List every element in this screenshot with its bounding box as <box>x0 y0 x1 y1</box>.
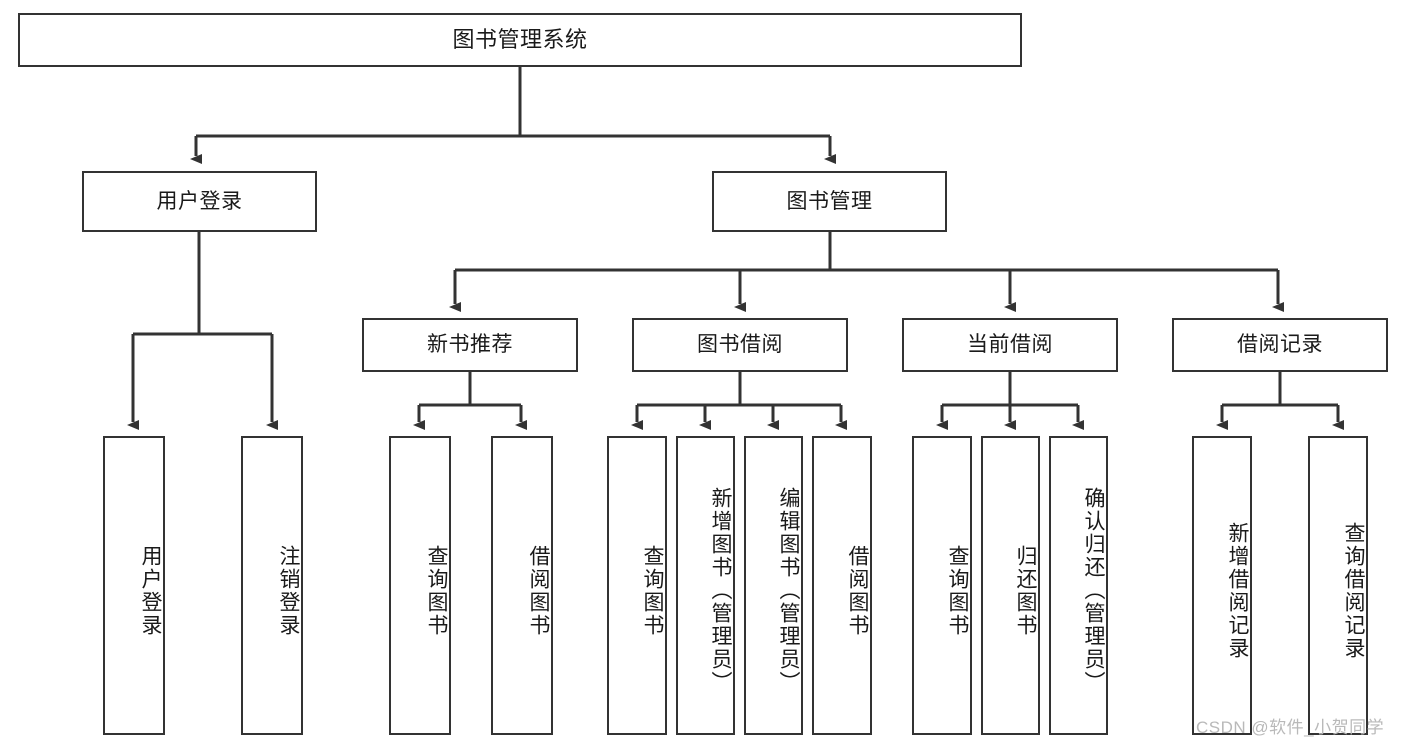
node-current-borrow[interactable]: 当前借阅 <box>902 318 1118 372</box>
node-borrow-record[interactable]: 借阅记录 <box>1172 318 1388 372</box>
node-label: 注销登录 <box>277 544 300 637</box>
leaf-current-return-book[interactable]: 归还图书 <box>981 436 1040 735</box>
leaf-current-query-book[interactable]: 查询图书 <box>912 436 972 735</box>
leaf-recommend-query-book[interactable]: 查询图书 <box>389 436 451 735</box>
node-label: 用户登录 <box>139 544 162 637</box>
node-book-borrow[interactable]: 图书借阅 <box>632 318 848 372</box>
node-label: 图书借阅 <box>697 333 783 357</box>
node-label: 编辑图书（管理员） <box>777 487 800 694</box>
node-book-management[interactable]: 图书管理 <box>712 171 947 232</box>
node-label: 借阅图书 <box>527 544 550 637</box>
leaf-current-confirm-return-admin[interactable]: 确认归还（管理员） <box>1049 436 1108 735</box>
node-label: 当前借阅 <box>967 333 1053 357</box>
node-label: 确认归还（管理员） <box>1082 487 1105 694</box>
node-label: 用户登录 <box>156 189 243 213</box>
node-label: 新增借阅记录 <box>1226 521 1249 660</box>
node-label: 归还图书 <box>1014 544 1037 637</box>
leaf-recommend-borrow-book[interactable]: 借阅图书 <box>491 436 553 735</box>
leaf-user-login-logout[interactable]: 注销登录 <box>241 436 303 735</box>
leaf-borrow-edit-book-admin[interactable]: 编辑图书（管理员） <box>744 436 803 735</box>
node-label: 借阅记录 <box>1237 333 1323 357</box>
csdn-watermark: CSDN @软件_小贺同学 <box>1196 718 1385 737</box>
leaf-borrow-query-book[interactable]: 查询图书 <box>607 436 667 735</box>
node-user-login[interactable]: 用户登录 <box>82 171 317 232</box>
node-label: 查询图书 <box>946 544 969 637</box>
node-label: 图书管理 <box>786 189 873 213</box>
leaf-record-add-record[interactable]: 新增借阅记录 <box>1192 436 1252 735</box>
node-label: 借阅图书 <box>846 544 869 637</box>
leaf-user-login-login[interactable]: 用户登录 <box>103 436 165 735</box>
node-root-system[interactable]: 图书管理系统 <box>18 13 1022 67</box>
node-new-book-recommend[interactable]: 新书推荐 <box>362 318 578 372</box>
node-label: 查询图书 <box>641 544 664 637</box>
node-label: 查询借阅记录 <box>1342 521 1365 660</box>
node-label: 新增图书（管理员） <box>709 487 732 694</box>
leaf-borrow-add-book-admin[interactable]: 新增图书（管理员） <box>676 436 735 735</box>
node-label: 图书管理系统 <box>452 26 588 52</box>
node-label: 新书推荐 <box>427 333 513 357</box>
leaf-record-query-record[interactable]: 查询借阅记录 <box>1308 436 1368 735</box>
node-label: 查询图书 <box>425 544 448 637</box>
leaf-borrow-borrow-book[interactable]: 借阅图书 <box>812 436 872 735</box>
